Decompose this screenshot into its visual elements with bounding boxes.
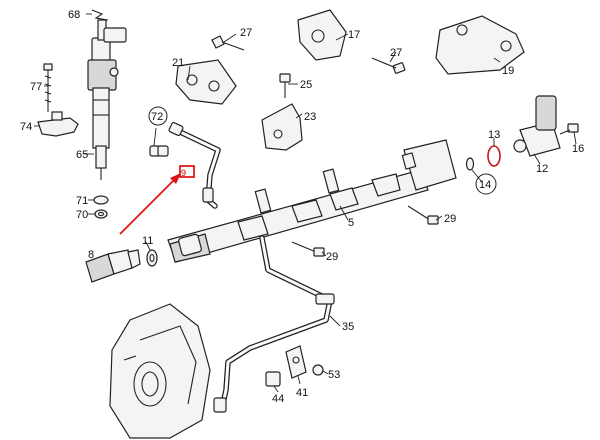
label-12[interactable]: 12 <box>536 163 548 175</box>
label-8[interactable]: 8 <box>88 249 94 261</box>
label-17[interactable]: 17 <box>348 29 360 41</box>
clamp-41[interactable] <box>285 345 307 379</box>
label-16[interactable]: 16 <box>572 143 584 155</box>
bolt-29b[interactable] <box>291 241 325 257</box>
label-5[interactable]: 5 <box>348 217 354 229</box>
fuel-line-9[interactable] <box>168 121 221 209</box>
label-41[interactable]: 41 <box>296 387 308 399</box>
label-65[interactable]: 65 <box>76 149 88 161</box>
label-35[interactable]: 35 <box>342 321 354 333</box>
return-line-35[interactable] <box>213 235 335 413</box>
label-68[interactable]: 68 <box>68 9 80 21</box>
pointer-arrow <box>119 173 181 235</box>
claw-74[interactable] <box>37 111 79 137</box>
washer-70[interactable] <box>94 209 108 219</box>
bolt-27a[interactable] <box>211 35 245 51</box>
pressure-sensor-8[interactable] <box>85 249 141 283</box>
bracket-21[interactable] <box>175 59 237 105</box>
label-27-right[interactable]: 27 <box>390 47 402 59</box>
fuel-rail-5[interactable] <box>167 139 457 263</box>
label-27-top[interactable]: 27 <box>240 27 252 39</box>
label-70[interactable]: 70 <box>76 209 88 221</box>
label-71[interactable]: 71 <box>76 195 88 207</box>
label-72[interactable]: 72 <box>151 111 163 123</box>
label-9-highlighted[interactable]: 9 <box>181 168 186 178</box>
label-21[interactable]: 21 <box>172 57 184 69</box>
seal-14[interactable] <box>465 157 475 171</box>
bolt-29a[interactable] <box>407 205 439 225</box>
label-44[interactable]: 44 <box>272 393 284 405</box>
label-13[interactable]: 13 <box>488 129 500 141</box>
label-25[interactable]: 25 <box>300 79 312 91</box>
callout-circle-72 <box>148 106 168 126</box>
leader-lines <box>34 13 577 393</box>
clip-68[interactable] <box>91 9 109 21</box>
nut-53[interactable] <box>312 364 324 376</box>
label-19[interactable]: 19 <box>502 65 514 77</box>
label-29-right[interactable]: 29 <box>444 213 456 225</box>
injector-65[interactable] <box>87 19 127 180</box>
seal-71[interactable] <box>93 195 109 205</box>
screw-77[interactable] <box>43 63 53 112</box>
label-11[interactable]: 11 <box>142 235 153 247</box>
label-29-left[interactable]: 29 <box>326 251 338 263</box>
highlight-marker <box>179 165 195 178</box>
label-14[interactable]: 14 <box>479 179 491 191</box>
high-pressure-pump[interactable] <box>109 303 211 439</box>
label-74[interactable]: 74 <box>20 121 32 133</box>
bracket-19[interactable] <box>435 15 525 75</box>
bolt-25[interactable] <box>279 73 291 98</box>
bolt-27b[interactable] <box>371 57 406 74</box>
washer-11[interactable] <box>146 249 158 267</box>
label-53[interactable]: 53 <box>328 369 340 381</box>
label-23[interactable]: 23 <box>304 111 316 123</box>
bracket-17[interactable] <box>297 9 347 61</box>
pressure-regulator-12[interactable] <box>513 95 561 157</box>
ferrule-72[interactable] <box>149 145 169 157</box>
grommet-44[interactable] <box>265 371 281 387</box>
bracket-23[interactable] <box>261 103 303 151</box>
label-77[interactable]: 77 <box>30 81 42 93</box>
bolt-16[interactable] <box>559 123 579 135</box>
callout-labels: 68 77 74 65 71 70 8 11 72 21 27 25 23 17… <box>20 9 584 405</box>
callout-circle-14 <box>475 173 497 195</box>
o-ring-13[interactable] <box>487 145 501 167</box>
